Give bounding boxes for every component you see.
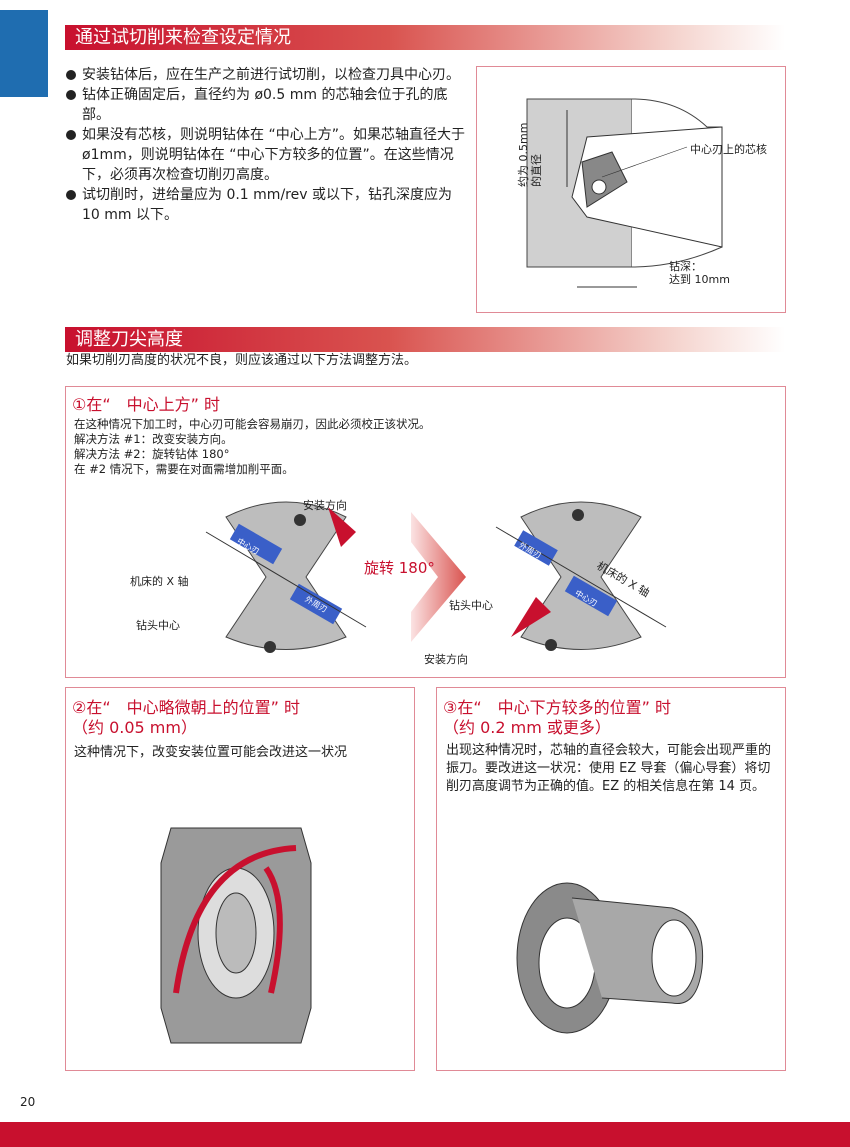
mount-direction-label: 安装方向 (303, 499, 347, 512)
chapter-tab (0, 10, 48, 97)
case2-title-1: ②在“ 中心略微朝上的位置” 时 (72, 698, 301, 717)
case2-title-2: （约 0.05 mm） (72, 718, 197, 737)
bullet-item: 试切削时，进给量应为 0.1 mm/rev 或以下，钻孔深度应为 10 mm 以… (66, 185, 466, 225)
case3-text: 出现这种情况时，芯轴的直径会较大，可能会出现严重的振刀。要改进这一状况：使用 E… (446, 743, 772, 794)
ez-sleeve-illustration (516, 882, 704, 1034)
mount-direction-label: 安装方向 (424, 653, 468, 666)
rotate-label: 旋转 180° (364, 559, 435, 577)
text-line: 在这种情况下加工时，中心刃可能会容易崩刃，因此必须校正该状况。 (74, 417, 431, 431)
bullet-item: 安装钻体后，应在生产之前进行试切削，以检查刀具中心刃。 (66, 65, 466, 85)
case1-text: 在这种情况下加工时，中心刃可能会容易崩刃，因此必须校正该状况。 解决方法 #1：… (74, 417, 431, 477)
section-header: 通过试切削来检查设定情况 (65, 25, 785, 50)
case1-box: ①在“ 中心上方” 时 在这种情况下加工时，中心刃可能会容易崩刃，因此必须校正该… (65, 386, 786, 678)
drill-illustration (526, 98, 723, 288)
text-line: 解决方法 #2：旋转钻体 180° (74, 447, 230, 461)
bullet-item: 钻体正确固定后，直径约为 ø0.5 mm 的芯轴会位于孔的底部。 (66, 85, 466, 125)
case3-title-1: ③在“ 中心下方较多的位置” 时 (443, 698, 672, 717)
case3-title-2: （约 0.2 mm 或更多） (443, 718, 611, 737)
case2-title: ②在“ 中心略微朝上的位置” 时（约 0.05 mm） (72, 698, 300, 738)
case3-box: ③在“ 中心下方较多的位置” 时（约 0.2 mm 或更多） 出现这种情况时，芯… (436, 687, 786, 1071)
depth-label: 钻深：达到 10mm (669, 260, 730, 286)
text-line: 在 #2 情况下，需要在对面需增加削平面。 (74, 462, 294, 476)
page-number: 20 (20, 1095, 36, 1109)
depth-label-1: 钻深： (669, 260, 702, 273)
core-label: 中心刃上的芯核 (690, 143, 767, 156)
bullet-item: 如果没有芯核，则说明钻体在 “中心上方”。如果芯轴直径大于 ø1mm，则说明钻体… (66, 125, 466, 185)
rotation-diagram (205, 501, 667, 653)
case2-box: ②在“ 中心略微朝上的位置” 时（约 0.05 mm） 这种情况下，改变安装位置… (65, 687, 415, 1071)
case3-title: ③在“ 中心下方较多的位置” 时（约 0.2 mm 或更多） (443, 698, 671, 738)
diameter-label-1: 约为 0.5mm (517, 122, 530, 187)
x-axis-label: 机床的 X 轴 (130, 575, 189, 588)
bullet-list: 安装钻体后，应在生产之前进行试切削，以检查刀具中心刃。 钻体正确固定后，直径约为… (66, 65, 466, 225)
section-header: 调整刀尖高度 (65, 327, 785, 352)
diameter-label-2: 的直径 (530, 154, 543, 187)
case1-title: ①在“ 中心上方” 时 (72, 395, 221, 414)
depth-label-2: 达到 10mm (669, 273, 730, 286)
holder-illustration (160, 827, 312, 1044)
text-line: 解决方法 #1：改变安装方向。 (74, 432, 233, 446)
drill-center-label: 钻头中心 (449, 599, 493, 612)
section-intro: 如果切削刃高度的状况不良，则应该通过以下方法调整方法。 (66, 353, 418, 368)
footer-bar (0, 1122, 850, 1147)
case2-text: 这种情况下，改变安装位置可能会改进这一状况 (74, 745, 348, 760)
drill-center-label: 钻头中心 (136, 619, 180, 632)
